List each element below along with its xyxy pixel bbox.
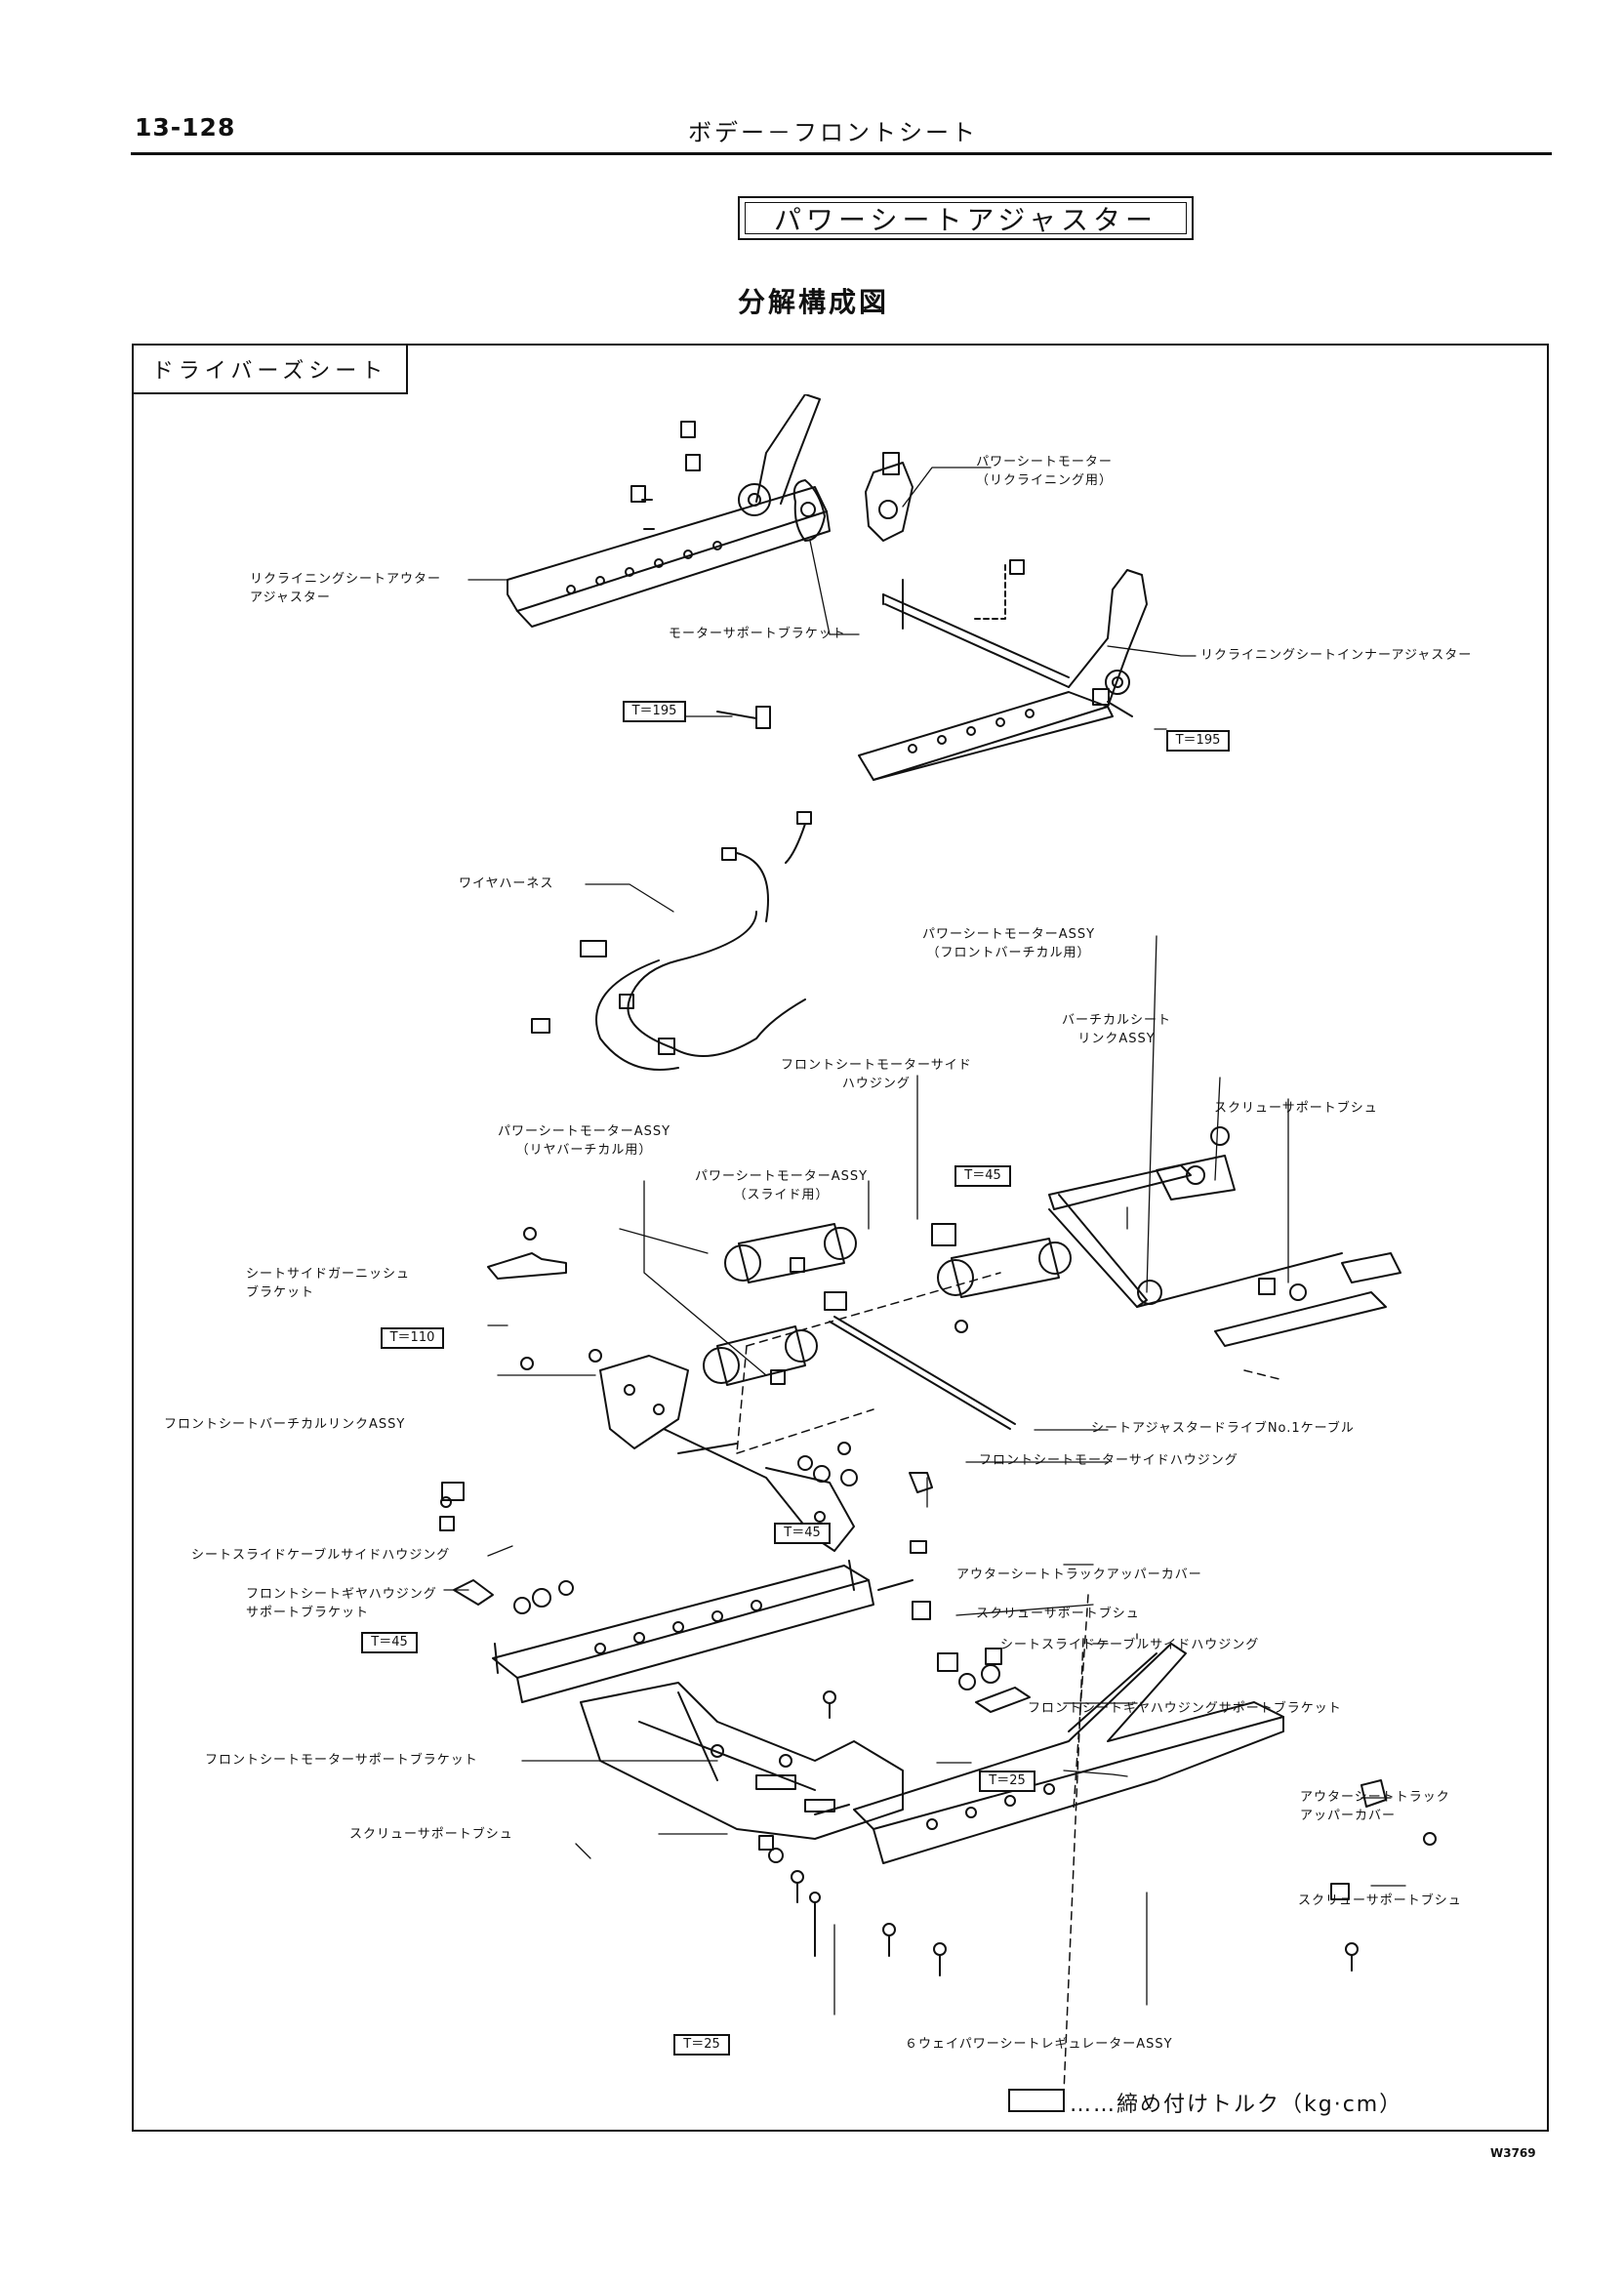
label-slide-cable-side-housing-1: シートスライドケーブルサイドハウジング: [191, 1548, 451, 1563]
wire-harness-part: [531, 811, 812, 1071]
label-front-motor-support-bracket: フロントシートモーターサポートブラケット: [205, 1753, 478, 1768]
torque-value: T＝25: [979, 1771, 1035, 1792]
page-number: 13-128: [135, 113, 236, 142]
torque-value: T＝45: [774, 1523, 831, 1544]
recline-outer-adjuster-part: [507, 394, 831, 628]
header-title: ボデー－フロントシート: [688, 119, 978, 146]
regulator-track-part: [853, 1643, 1284, 1864]
torque-legend-box: [1008, 2089, 1065, 2112]
leader-lines: [385, 467, 1406, 2015]
label-line: パワーシートモーターASSY: [922, 927, 1096, 942]
label-regulator-assy: ６ウェイパワーシートレギュレーターASSY: [905, 2037, 1173, 2052]
label-gear-housing-support-bracket-2: フロントシートギヤハウジングサポートブラケット: [1028, 1701, 1342, 1716]
label-screw-support-bush-3: スクリューサポートブシュ: [349, 1827, 513, 1842]
motor-support-bracket-part: [792, 479, 826, 542]
diagram-frame: [132, 344, 1549, 2132]
label-line: パワーシートモーターASSY: [498, 1124, 671, 1139]
label-front-motor-side-housing-1: フロントシートモーターサイド ハウジング: [781, 1056, 972, 1093]
bolts-upper: [716, 688, 1133, 729]
label-motor-assy-rear-vertical: パワーシートモーターASSY （リヤバーチカル用）: [498, 1122, 670, 1160]
section-title-box: パワーシートアジャスター: [738, 196, 1194, 240]
side-garnish-bracket-part: [487, 1227, 567, 1280]
header-rule: [131, 152, 1552, 155]
exploded-view-drawing: [385, 394, 1437, 2094]
label-line: （リクライニング用）: [976, 473, 1114, 488]
label-line: アウターシートトラック: [1300, 1790, 1450, 1805]
label-line: アッパーカバー: [1300, 1809, 1397, 1823]
front-vertical-motor-part: [931, 1223, 1072, 1333]
slide-motor-part: [724, 1223, 857, 1283]
label-line: フロントシートモーターサイド: [781, 1058, 972, 1073]
label-motor-assy-front-vertical: パワーシートモーターASSY （フロントバーチカル用）: [922, 925, 1095, 962]
label-line: ブラケット: [246, 1285, 315, 1300]
figure-code: W3769: [1490, 2146, 1536, 2160]
label-front-motor-side-housing-2: フロントシートモーターサイドハウジング: [979, 1453, 1238, 1468]
torque-value: T＝45: [361, 1632, 418, 1653]
frame-label: ドライバーズシート: [132, 344, 408, 394]
label-line: リンクASSY: [1077, 1032, 1156, 1046]
torque-value: T＝45: [954, 1165, 1011, 1187]
label-side-garnish-bracket: シートサイドガーニッシュ ブラケット: [246, 1265, 410, 1302]
front-motor-support-bracket-part: [580, 1682, 904, 1840]
label-screw-support-bush-4: スクリューサポートブシュ: [1298, 1893, 1462, 1908]
label-outer-track-upper-cover-1: アウターシートトラックアッパーカバー: [956, 1568, 1202, 1582]
label-motor-assy-slide: パワーシートモーターASSY （スライド用）: [695, 1167, 868, 1204]
label-screw-support-bush-2: スクリューサポートブシュ: [976, 1607, 1140, 1621]
section-title: パワーシートアジャスター: [745, 202, 1187, 236]
torque-legend-text: ……締め付けトルク（kg·cm）: [1070, 2093, 1403, 2117]
recline-inner-adjuster-part: [858, 559, 1148, 781]
label-line: リクライニングシートアウター: [250, 572, 442, 587]
label-screw-support-bush-1: スクリューサポートブシュ: [1214, 1101, 1378, 1116]
torque-value: T＝195: [623, 701, 686, 722]
label-line: サポートブラケット: [246, 1606, 370, 1620]
label-line: アジャスター: [250, 590, 331, 605]
label-line: （リヤバーチカル用）: [515, 1143, 653, 1158]
vertical-link-assy-part: [1048, 1126, 1401, 1347]
label-outer-track-upper-cover-2: アウターシートトラック アッパーカバー: [1300, 1788, 1450, 1825]
label-recline-inner-adjuster: リクライニングシートインナーアジャスター: [1200, 648, 1473, 663]
label-line: シートサイドガーニッシュ: [246, 1267, 411, 1282]
torque-value: T＝25: [673, 2034, 730, 2056]
recline-motor-part: [865, 452, 914, 542]
torque-value: T＝195: [1166, 730, 1230, 752]
torque-value: T＝110: [381, 1327, 444, 1349]
label-recline-outer-adjuster: リクライニングシートアウター アジャスター: [250, 570, 441, 607]
label-line: ハウジング: [841, 1077, 911, 1091]
left-track-part: [492, 1560, 874, 1703]
label-line: バーチカルシート: [1062, 1013, 1172, 1028]
label-line: パワーシートモーター: [976, 455, 1113, 469]
drive-cable-part: [824, 1291, 1016, 1430]
label-line: パワーシートモーターASSY: [695, 1169, 869, 1184]
label-line: フロントシートギヤハウジング: [246, 1587, 437, 1602]
label-slide-cable-side-housing-2: シートスライドケーブルサイドハウジング: [1000, 1638, 1260, 1652]
label-gear-housing-support-bracket-1: フロントシートギヤハウジング サポートブラケット: [246, 1585, 437, 1622]
label-front-vertical-link-assy: フロントシートバーチカルリンクASSY: [164, 1417, 406, 1432]
label-wire-harness: ワイヤハーネス: [459, 876, 554, 891]
diagram-subtitle: 分解構成図: [738, 286, 890, 318]
dashed-reference-lines: [736, 1272, 1284, 2094]
label-line: （フロントバーチカル用）: [926, 946, 1091, 960]
small-hardware-parts: [439, 1349, 1437, 1976]
label-line: （スライド用）: [733, 1188, 830, 1202]
label-recline-motor: パワーシートモーター （リクライニング用）: [976, 453, 1113, 490]
label-motor-support-bracket: モーターサポートブラケット: [669, 627, 846, 641]
label-drive-cable-no1: シートアジャスタードライブNo.1ケーブル: [1091, 1421, 1355, 1436]
label-vertical-link-assy: バーチカルシート リンクASSY: [1062, 1011, 1171, 1048]
rear-vertical-motor-part: [703, 1325, 818, 1386]
